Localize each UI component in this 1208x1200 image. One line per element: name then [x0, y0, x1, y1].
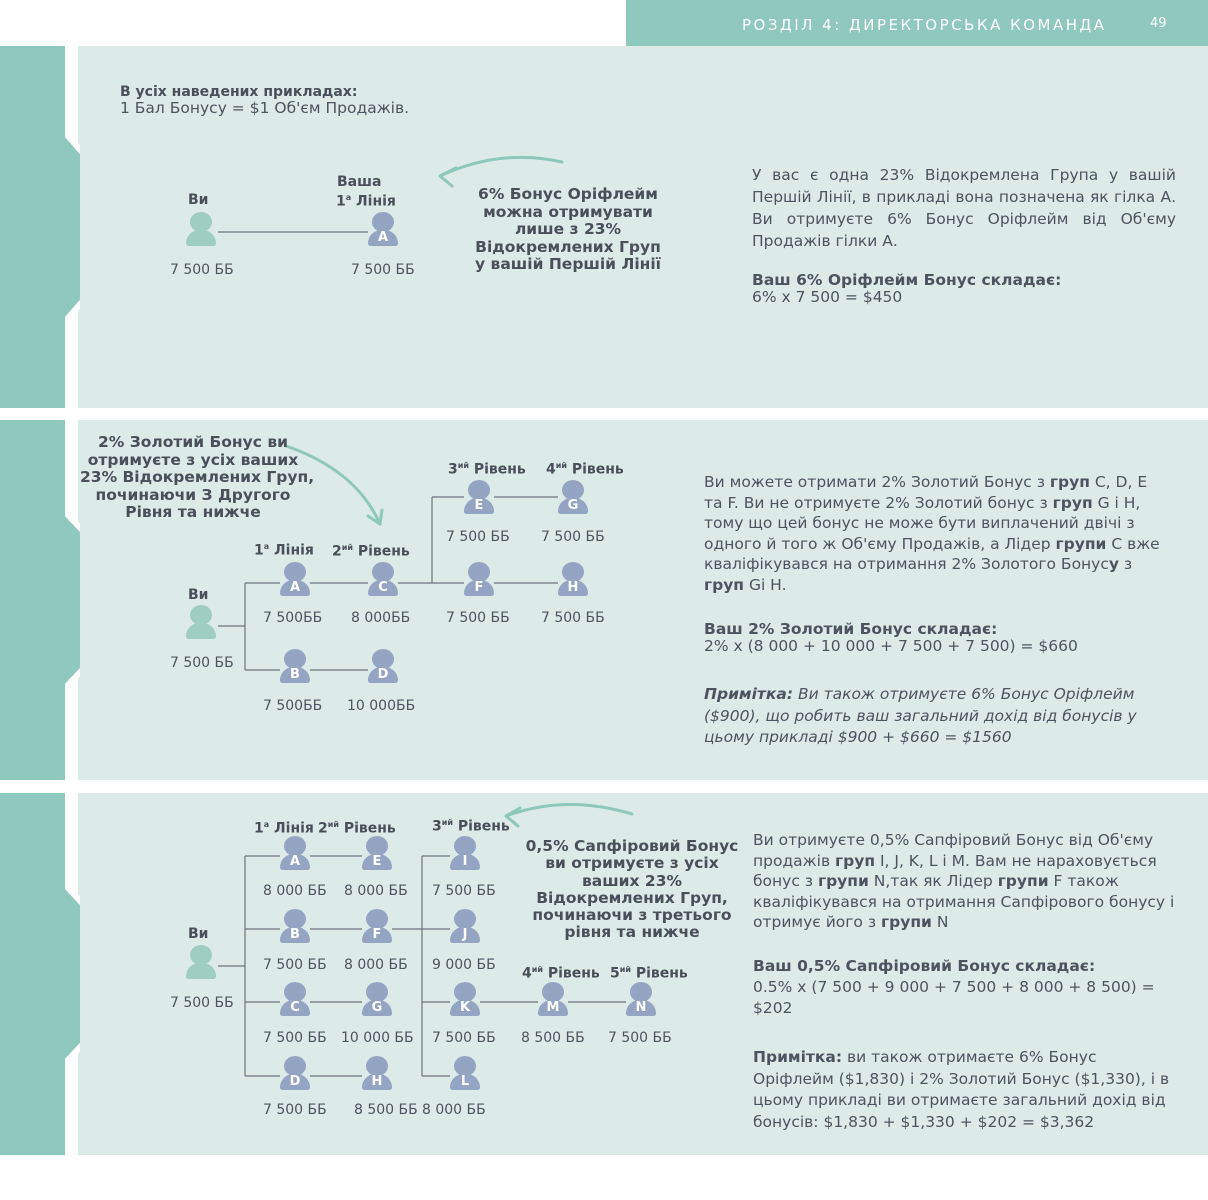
s3-result-heading: Ваш 0,5% Сапфіровий Бонус складає:: [753, 957, 1096, 975]
s3-level-3: 3ий Рівень: [432, 818, 510, 835]
header-bar: [626, 0, 1208, 46]
person-F-icon: F: [464, 562, 494, 596]
person-C-icon: C: [368, 562, 398, 596]
s2-level-3: 3ий Рівень: [448, 461, 526, 478]
s1-result-formula: 6% x 7 500 = $450: [752, 288, 903, 306]
section-2-tab: [0, 420, 80, 780]
person-A-icon: A: [280, 836, 310, 870]
s2-a-bb: 7 500ББ: [263, 610, 323, 626]
s2-g-bb: 7 500 ББ: [541, 529, 605, 545]
person-D-icon: D: [368, 649, 398, 683]
arrow-section-2: [284, 444, 382, 526]
person-M-icon: M: [538, 982, 568, 1016]
s3-k-bb: 7 500 ББ: [432, 1030, 496, 1046]
arrow-section-3: [504, 803, 634, 818]
s2-result-formula: 2% x (8 000 + 10 000 + 7 500 + 7 500) = …: [704, 637, 1078, 655]
person-B-icon: B: [280, 649, 310, 683]
section-3-tab: [0, 793, 80, 1155]
person-you-icon: [186, 945, 216, 979]
s3-h-bb: 8 500 ББ: [354, 1102, 418, 1118]
s2-text: Ви можете отримати 2% Золотий Бонус з гр…: [704, 473, 1160, 594]
person-A-icon: A: [280, 562, 310, 596]
intro-heading: В усіх наведених прикладах:: [120, 84, 358, 100]
s3-result-formula: 0.5% x (7 500 + 9 000 + 7 500 + 8 000 + …: [753, 978, 1155, 1017]
s2-h-bb: 7 500 ББ: [541, 610, 605, 626]
s2-f-bb: 7 500 ББ: [446, 610, 510, 626]
s2-you-label: Ви: [188, 587, 209, 603]
person-you-icon: [186, 212, 216, 246]
s3-level-5: 5ий Рівень: [610, 965, 688, 982]
section-1-tab: [0, 46, 80, 408]
s2-you-bb: 7 500 ББ: [170, 655, 234, 671]
section-2-panel: [78, 420, 1208, 780]
s1-a-bb: 7 500 ББ: [351, 262, 415, 278]
s3-text: Ви отримуєте 0,5% Сапфіровий Бонус від О…: [753, 831, 1175, 931]
s2-b-bb: 7 500ББ: [263, 698, 323, 714]
s2-level-1: 1а Лінія: [254, 542, 314, 559]
s3-level-2: 2ий Рівень: [318, 820, 396, 837]
s1-you-bb: 7 500 ББ: [170, 262, 234, 278]
person-E-icon: E: [362, 836, 392, 870]
person-K-icon: K: [450, 982, 480, 1016]
person-H-icon: H: [362, 1056, 392, 1090]
s3-d-bb: 7 500 ББ: [263, 1102, 327, 1118]
arrow-section-1: [438, 155, 564, 178]
person-B-icon: B: [280, 909, 310, 943]
s3-a-bb: 8 000 ББ: [263, 883, 327, 899]
person-H-icon: H: [558, 562, 588, 596]
s1-line-label-a: Ваша: [337, 174, 382, 190]
person-G-icon: G: [362, 982, 392, 1016]
s3-b-bb: 7 500 ББ: [263, 957, 327, 973]
s3-you-bb: 7 500 ББ: [170, 995, 234, 1011]
s3-c-bb: 7 500 ББ: [263, 1030, 327, 1046]
s3-j-bb: 9 000 ББ: [432, 957, 496, 973]
s1-line-label: 1а Лінія: [336, 193, 396, 210]
s3-level-4: 4ий Рівень: [522, 965, 600, 982]
s1-text: У вас є одна 23% Відокремлена Група у ва…: [752, 166, 1176, 250]
person-E-icon: E: [464, 480, 494, 514]
s1-you-label: Ви: [188, 192, 209, 208]
s2-level-2: 2ий Рівень: [332, 543, 410, 560]
intro-text: 1 Бал Бонусу = $1 Об'єм Продажів.: [120, 99, 410, 117]
person-J-icon: J: [450, 909, 480, 943]
s2-result-heading: Ваш 2% Золотий Бонус складає:: [704, 620, 998, 638]
s3-n-bb: 7 500 ББ: [608, 1030, 672, 1046]
chapter-title: РОЗДІЛ 4: ДИРЕКТОРСЬКА КОМАНДА: [742, 16, 1107, 34]
s2-d-bb: 10 000ББ: [347, 698, 416, 714]
s3-i-bb: 7 500 ББ: [432, 883, 496, 899]
section-3-panel: [78, 793, 1208, 1155]
person-L-icon: L: [450, 1056, 480, 1090]
s2-note: Примітка: Ви також отримуєте 6% Бонус Ор…: [704, 685, 1137, 746]
person-A-icon: A: [368, 212, 398, 246]
person-I-icon: I: [450, 836, 480, 870]
s2-c-bb: 8 000ББ: [351, 610, 411, 626]
s3-f-bb: 8 000 ББ: [344, 957, 408, 973]
s3-l-bb: 8 000 ББ: [422, 1102, 486, 1118]
s2-level-4: 4ий Рівень: [546, 461, 624, 478]
s3-you-label: Ви: [188, 926, 209, 942]
s3-g-bb: 10 000 ББ: [341, 1030, 414, 1046]
person-G-icon: G: [558, 480, 588, 514]
s2-e-bb: 7 500 ББ: [446, 529, 510, 545]
s1-result-heading: Ваш 6% Оріфлейм Бонус складає:: [752, 271, 1062, 289]
person-N-icon: N: [626, 982, 656, 1016]
section-1-panel: [78, 46, 1208, 408]
person-F-icon: F: [362, 909, 392, 943]
person-you-icon: [186, 605, 216, 639]
s3-level-1: 1а Лінія: [254, 820, 314, 837]
s3-m-bb: 8 500 ББ: [521, 1030, 585, 1046]
s3-note: Примітка: ви також отримаєте 6% Бонус Ор…: [753, 1048, 1170, 1131]
page-number: 49: [1150, 16, 1167, 31]
person-C-icon: C: [280, 982, 310, 1016]
person-D-icon: D: [280, 1056, 310, 1090]
s3-e-bb: 8 000 ББ: [344, 883, 408, 899]
